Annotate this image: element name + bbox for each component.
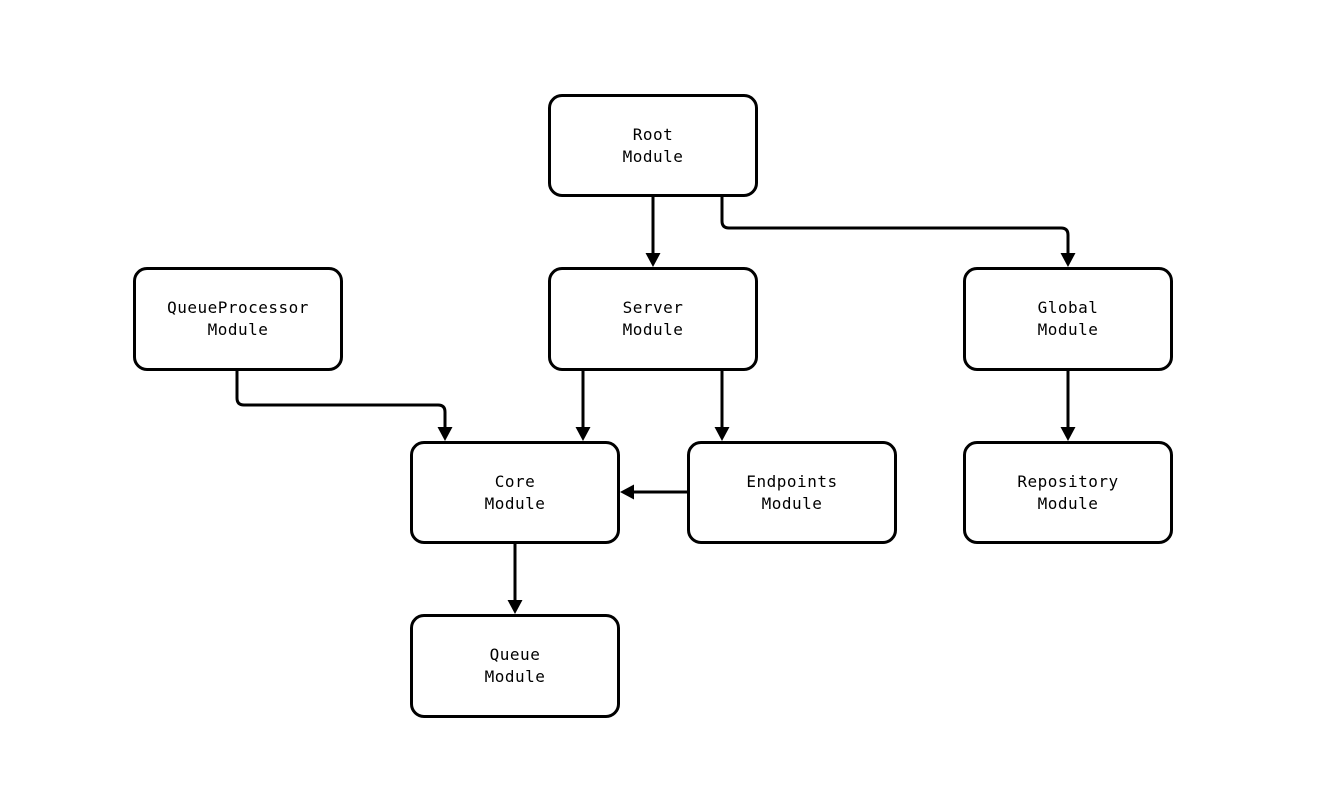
node-label-secondary: Module: [761, 493, 823, 513]
arrowhead-icon: [645, 253, 661, 267]
edge-root-to-server: [645, 197, 661, 267]
node-label-primary: Endpoints: [746, 471, 838, 491]
arrowhead-icon: [620, 484, 634, 500]
arrowhead-icon: [437, 427, 453, 441]
arrowhead-icon: [575, 427, 591, 441]
node-label-primary: Root: [632, 124, 674, 144]
arrowhead-icon: [1060, 253, 1076, 267]
node-label-secondary: Module: [207, 320, 269, 339]
node-label-primary: QueueProcessor: [167, 298, 309, 317]
node-label-primary: Global: [1037, 298, 1099, 317]
node-label-secondary: Module: [1037, 320, 1099, 339]
node-label-secondary: Module: [484, 667, 546, 686]
edge-core-to-queue: [507, 544, 523, 614]
arrowhead-icon: [507, 600, 523, 614]
edge-line: [235, 371, 447, 429]
node-label-primary: Core: [494, 471, 536, 491]
edge-endpoints-to-core: [620, 484, 687, 500]
edge-server-to-core: [575, 371, 591, 441]
edge-line: [720, 197, 1070, 255]
node-label-secondary: Module: [1037, 493, 1099, 513]
node-label-secondary: Module: [622, 146, 684, 166]
edge-root-to-global: [720, 197, 1076, 267]
node-label-primary: Server: [622, 298, 684, 317]
edge-queueprocessor-to-core: [235, 371, 453, 441]
edge-global-to-repository: [1060, 371, 1076, 441]
edge-server-to-endpoints: [714, 371, 730, 441]
arrowhead-icon: [714, 427, 730, 441]
arrowhead-icon: [1060, 427, 1076, 441]
node-label-primary: Repository: [1017, 471, 1119, 491]
node-label-primary: Queue: [489, 645, 541, 664]
node-label-secondary: Module: [622, 320, 684, 339]
node-label-secondary: Module: [484, 493, 546, 513]
